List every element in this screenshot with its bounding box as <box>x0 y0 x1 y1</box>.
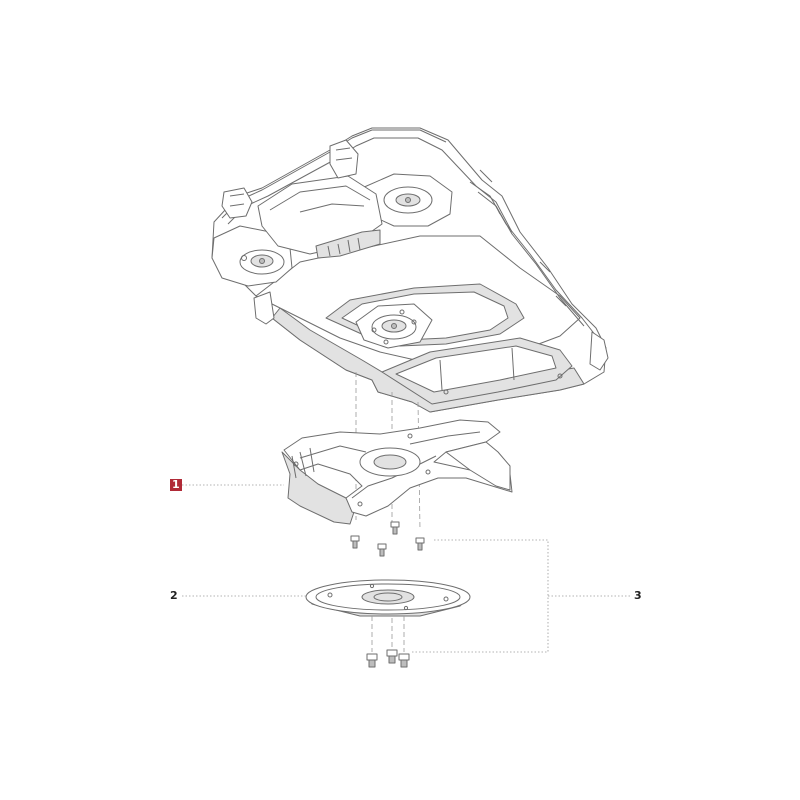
callout-label-3[interactable]: 3 <box>634 589 642 602</box>
part-2-cutting-disc <box>305 579 471 617</box>
screw <box>366 653 378 668</box>
chassis-assembly <box>211 127 609 413</box>
screws-upper-set <box>350 521 425 557</box>
callout-label-1[interactable]: 1 <box>170 478 182 491</box>
screw <box>398 653 410 668</box>
screw <box>390 521 400 535</box>
part-1-motor-bracket <box>281 419 513 525</box>
screw <box>350 535 360 549</box>
screw <box>415 537 425 551</box>
leader-lines <box>182 484 630 653</box>
screw <box>377 543 387 557</box>
screws-lower-set <box>366 616 410 668</box>
screw <box>386 649 398 664</box>
callout-label-2[interactable]: 2 <box>170 589 178 602</box>
